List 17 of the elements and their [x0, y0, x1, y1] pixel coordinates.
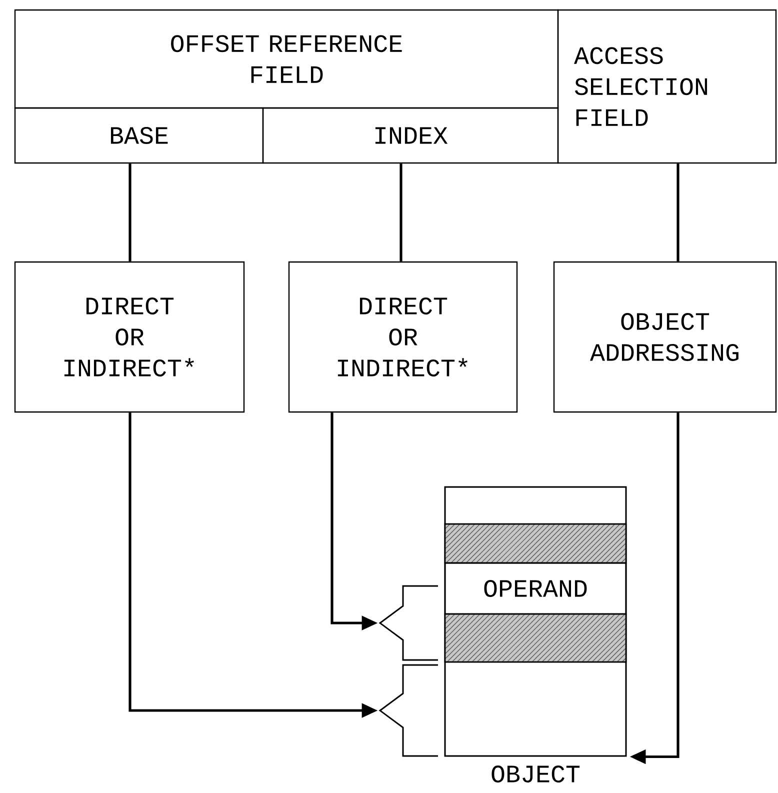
field-box: OFFSET REFERENCE FIELD [14, 9, 559, 109]
process-box: DIRECT OR INDIRECT* [288, 261, 518, 413]
brace [378, 664, 438, 757]
field-box: BASE [14, 107, 264, 164]
field-box: INDEX [262, 107, 559, 164]
process-box: OBJECT ADDRESSING [553, 261, 777, 413]
operand-row: OPERAND [444, 562, 627, 615]
memory-object-box [444, 486, 627, 757]
hatched-bar [444, 613, 627, 663]
object-label: OBJECT [492, 766, 580, 783]
connector-line [128, 164, 132, 262]
hatched-bar [444, 523, 627, 564]
brace [378, 585, 438, 661]
connector-line [676, 164, 680, 262]
connector-line [400, 164, 402, 262]
process-box: DIRECT OR INDIRECT* [14, 261, 245, 413]
field-box: ACCESS SELECTION FIELD [557, 9, 777, 164]
